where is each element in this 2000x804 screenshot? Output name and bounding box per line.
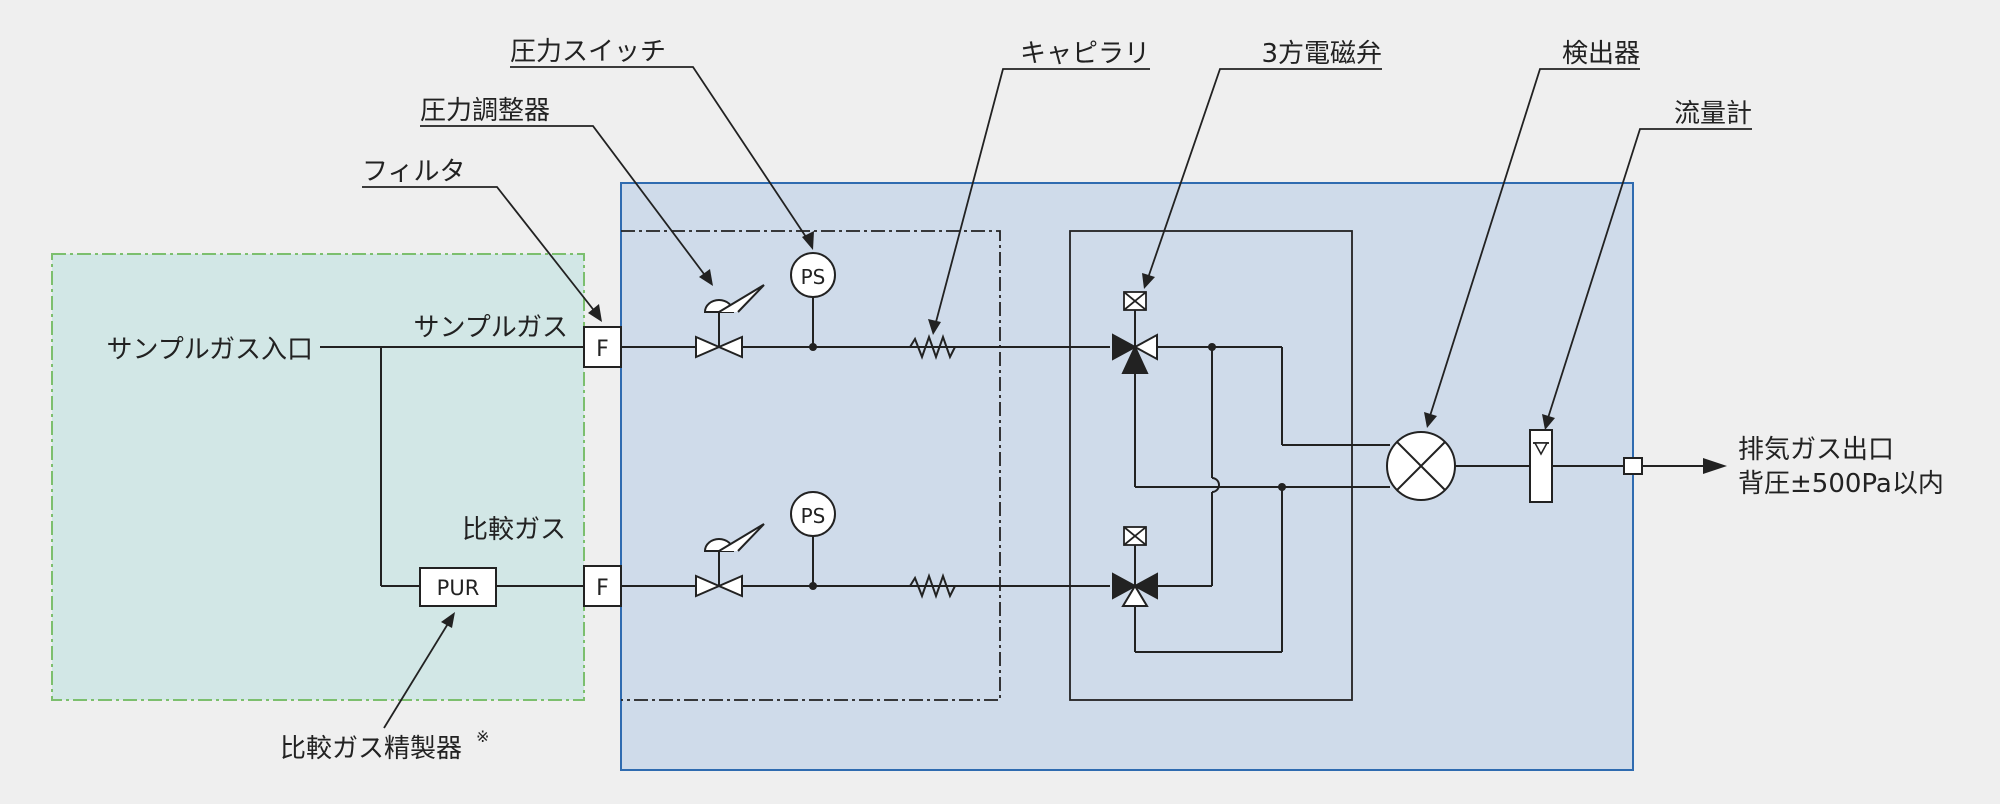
svg-text:PS: PS bbox=[801, 265, 826, 289]
valve-piping bbox=[1134, 343, 1390, 653]
upper-solenoid-valve-icon bbox=[1112, 291, 1158, 374]
leader-pressure-regulator bbox=[420, 125, 713, 286]
svg-text:F: F bbox=[596, 337, 609, 362]
leader-flowmeter bbox=[1542, 128, 1752, 430]
leader-filter bbox=[362, 186, 602, 322]
svg-text:PUR: PUR bbox=[437, 576, 480, 600]
outlet-port bbox=[1623, 457, 1643, 475]
valve-box-outline bbox=[1069, 230, 1353, 701]
sample-pressure-regulator-icon bbox=[695, 284, 765, 359]
reference-pressure-regulator-icon bbox=[695, 523, 765, 598]
sample-pressure-switch: PS bbox=[790, 252, 836, 351]
leader-purifier bbox=[383, 612, 455, 729]
label-sample-gas-inlet: サンプルガス入口 bbox=[107, 335, 313, 365]
label-pressure-regulator: 圧力調整器 bbox=[420, 96, 550, 126]
label-pressure-switch: 圧力スイッチ bbox=[510, 37, 666, 67]
exhaust-arrow-icon bbox=[1703, 458, 1727, 474]
svg-text:PS: PS bbox=[801, 504, 826, 528]
label-exhaust-outlet: 排気ガス出口 bbox=[1738, 435, 1894, 465]
label-capillary: キャピラリ bbox=[1020, 39, 1150, 69]
detector-icon bbox=[1386, 431, 1456, 501]
regulation-box-outline bbox=[621, 230, 1001, 701]
label-reference-gas-purifier: 比較ガス精製器 bbox=[280, 734, 462, 764]
sample-conditioning-zone bbox=[51, 253, 585, 701]
sample-filter: F bbox=[583, 326, 622, 368]
label-three-way-valve: 3方電磁弁 bbox=[1261, 39, 1382, 69]
label-reference-gas: 比較ガス bbox=[462, 515, 566, 545]
flowmeter-icon bbox=[1529, 429, 1553, 503]
label-detector: 検出器 bbox=[1562, 39, 1640, 69]
label-flowmeter: 流量計 bbox=[1674, 99, 1752, 129]
leader-pressure-switch bbox=[510, 66, 814, 250]
leader-detector bbox=[1424, 68, 1640, 428]
leader-capillary bbox=[928, 68, 1150, 335]
analyzer-zone bbox=[620, 182, 1634, 771]
label-back-pressure: 背圧±500Pa以内 bbox=[1738, 469, 1944, 499]
purifier-box: PUR bbox=[419, 567, 497, 607]
label-sample-gas: サンプルガス bbox=[414, 313, 568, 343]
reference-pressure-switch: PS bbox=[790, 491, 836, 590]
reference-capillary-icon bbox=[909, 572, 956, 600]
reference-filter: F bbox=[583, 565, 622, 607]
sample-capillary-icon bbox=[909, 333, 956, 361]
svg-text:F: F bbox=[596, 576, 609, 601]
purifier-note-mark: ※ bbox=[476, 727, 489, 746]
leader-solenoid-valve bbox=[1142, 68, 1382, 289]
label-filter: フィルタ bbox=[362, 157, 465, 187]
